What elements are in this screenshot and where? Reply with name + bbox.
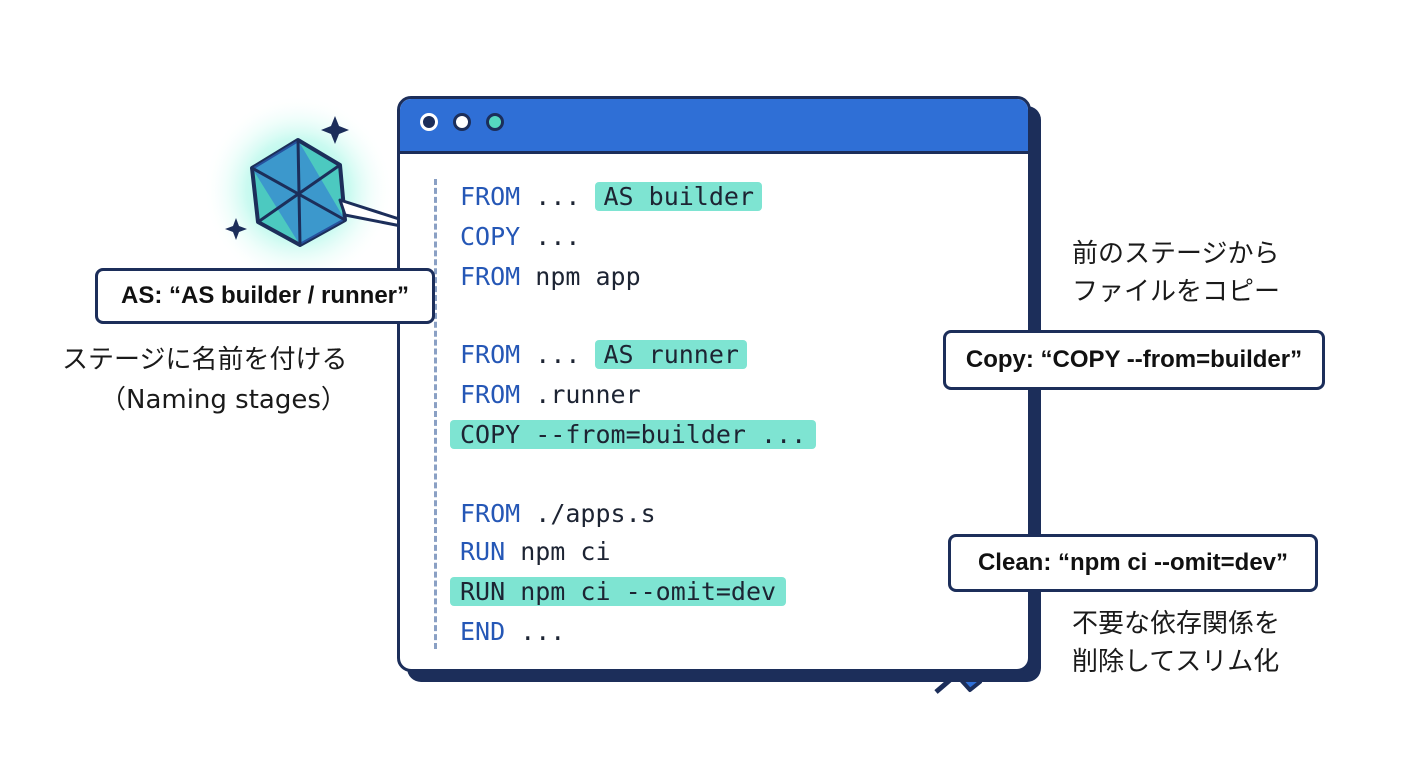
note-clean-1: 不要な依存関係を xyxy=(1072,609,1281,639)
highlight-as-runner: AS runner xyxy=(595,340,747,369)
highlight-omit-dev: RUN npm ci --omit=dev xyxy=(450,577,787,606)
note-naming-2: （Naming stages） xyxy=(100,385,347,415)
code-window: FROM ... AS builder COPY ... FROM npm ap… xyxy=(397,96,1031,672)
window-dot-1[interactable] xyxy=(420,113,438,131)
code-line-5: FROM .runner xyxy=(460,380,641,409)
code-line-6: COPY --from=builder ... xyxy=(450,417,817,453)
code-line-3: FROM npm app xyxy=(460,262,641,291)
code-line-7: FROM ./apps.s xyxy=(460,499,656,528)
note-copy-2: ファイルをコピー xyxy=(1072,277,1281,307)
code-line-2: COPY ... xyxy=(460,222,581,251)
code-line-4: FROM ... AS runner xyxy=(460,337,747,373)
callout-as: AS: “AS builder / runner” xyxy=(95,268,435,324)
callout-copy: Copy: “COPY --from=builder” xyxy=(943,330,1325,390)
note-naming-1: ステージに名前を付ける xyxy=(62,345,348,375)
highlight-copy-from: COPY --from=builder ... xyxy=(450,420,817,449)
window-titlebar xyxy=(400,99,1028,154)
sparkle-icon xyxy=(225,116,349,240)
note-copy-1: 前のステージから xyxy=(1072,239,1280,269)
code-gutter xyxy=(434,179,437,649)
code-line-8: RUN npm ci xyxy=(460,537,611,566)
crystal-icon xyxy=(203,95,454,285)
code-line-1: FROM ... AS builder xyxy=(460,179,762,215)
code-line-9: RUN npm ci --omit=dev xyxy=(450,574,787,610)
highlight-as-builder: AS builder xyxy=(595,182,762,211)
window-dot-2[interactable] xyxy=(453,113,471,131)
callout-clean: Clean: “npm ci --omit=dev” xyxy=(948,534,1318,592)
window-dot-3[interactable] xyxy=(486,113,504,131)
note-clean-2: 削除してスリム化 xyxy=(1072,647,1280,677)
code-line-10: END ... xyxy=(460,617,566,646)
